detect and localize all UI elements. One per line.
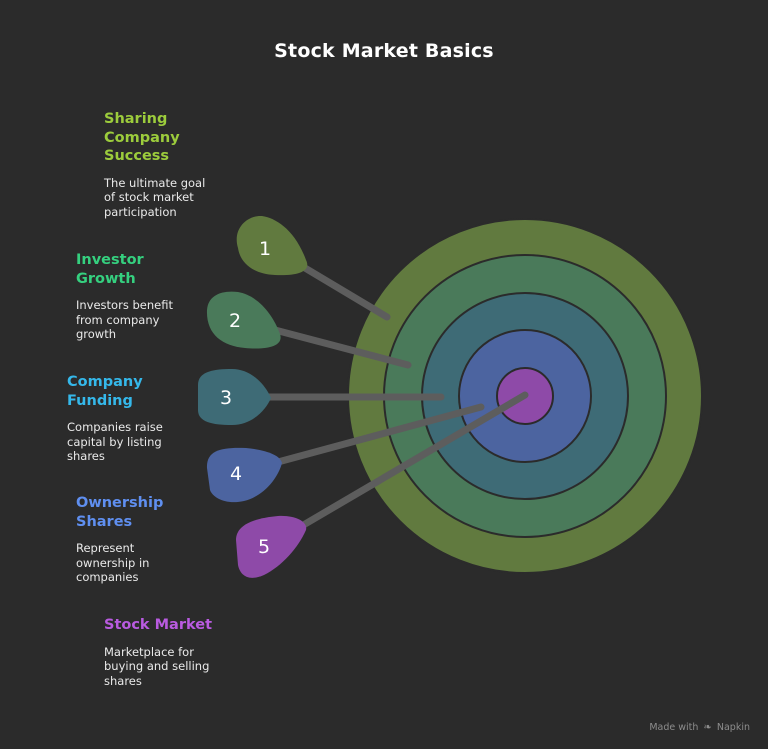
arrow-fletching-1: 1 (236, 215, 308, 276)
arrow-fletching-4: 4 (206, 447, 282, 503)
label-description-5: Marketplace for buying and selling share… (104, 644, 210, 688)
napkin-logo-icon: ❧ (703, 722, 712, 733)
made-with-footer[interactable]: Made with ❧ Napkin (649, 722, 750, 733)
label-item-3: Company Funding Companies raise capital … (67, 373, 163, 464)
label-description-1: The ultimate goal of stock market partic… (104, 175, 206, 219)
label-item-4: Ownership Shares Represent ownership in … (76, 494, 163, 585)
label-heading-2: Investor Growth (76, 252, 144, 287)
arrow-fletching-5: 5 (236, 515, 307, 578)
arrow-number-2: 2 (229, 310, 241, 332)
footer-brand: Napkin (716, 722, 750, 733)
label-heading-5: Stock Market (104, 617, 213, 633)
arrow-number-3: 3 (220, 387, 232, 409)
arrow-number-1: 1 (259, 238, 271, 260)
label-item-5: Stock Market Marketplace for buying and … (104, 616, 212, 688)
label-description-2: Investors benefit from company growth (76, 298, 173, 341)
label-heading-4: Ownership Shares (76, 495, 164, 530)
arrow-number-5: 5 (258, 536, 270, 558)
arrow-fletching-2: 2 (206, 291, 281, 349)
arrow-shaft-4 (274, 403, 485, 466)
arrow-number-4: 4 (230, 463, 242, 485)
arrow-shaft-2 (271, 326, 412, 369)
label-description-4: Represent ownership in companies (76, 541, 150, 584)
arrow-shaft-5 (296, 391, 529, 531)
label-heading-1: Sharing Company Success (104, 111, 180, 164)
label-description-3: Companies raise capital by listing share… (67, 420, 163, 463)
label-item-1: Sharing Company Success The ultimate goa… (104, 110, 205, 219)
arrow-fletching-3: 3 (198, 369, 271, 425)
arrow-shaft-1 (296, 261, 391, 321)
diagram-title: Stock Market Basics (274, 40, 494, 62)
arrow-shafts (262, 261, 529, 531)
label-item-2: Investor Growth Investors benefit from c… (76, 251, 173, 342)
footer-prefix: Made with (649, 722, 699, 733)
label-heading-3: Company Funding (67, 374, 143, 409)
